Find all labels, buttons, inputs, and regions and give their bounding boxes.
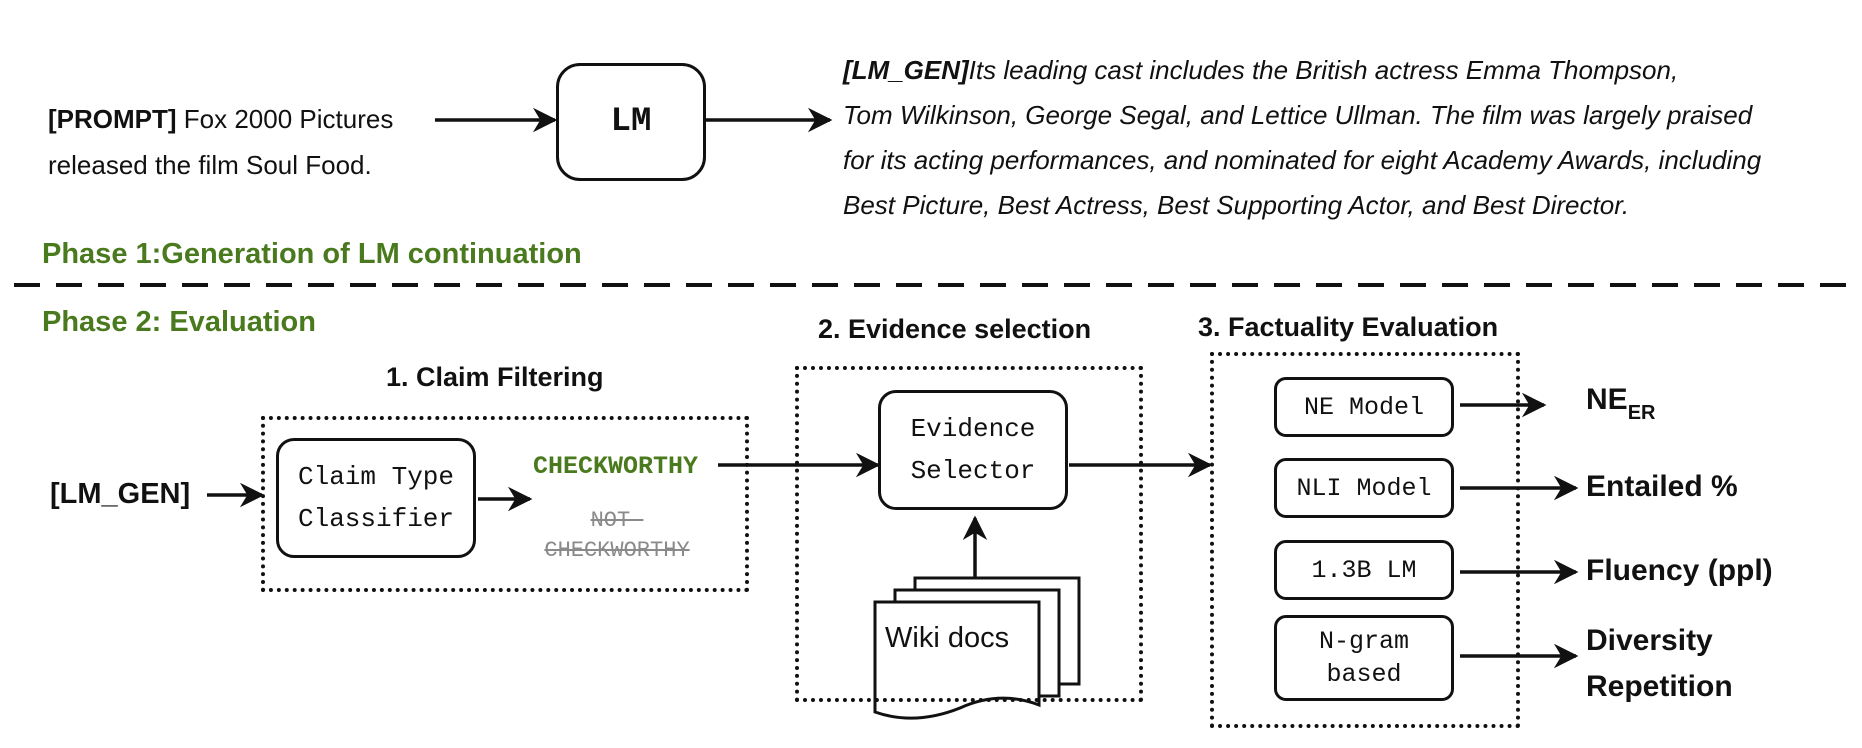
nli-model-box: NLI Model [1274, 458, 1454, 518]
lm-1-3b-box: 1.3B LM [1274, 540, 1454, 600]
ne-model-label: NE Model [1303, 392, 1425, 422]
evidence-selector-box: Evidence Selector [878, 390, 1068, 510]
ne-model-box: NE Model [1274, 377, 1454, 437]
lm-box: LM [556, 63, 706, 181]
prompt-tag: [PROMPT] [48, 104, 177, 134]
claim-type-classifier-box: Claim Type Classifier [276, 438, 476, 558]
claim-filtering-title: 1. Claim Filtering [386, 362, 604, 392]
prompt-line-1: Fox 2000 Pictures [183, 104, 394, 134]
ngram-line-1: N-gram [1318, 627, 1409, 656]
lm-label: LM [610, 103, 652, 141]
evidence-selection-title: 2. Evidence selection [818, 314, 1092, 344]
output-ne-sub: ER [1627, 402, 1656, 424]
lm-generation-text: [LM_GEN]Its leading cast includes the Br… [843, 48, 1761, 228]
output-diversity-repetition: Diversity Repetition [1586, 618, 1733, 710]
gen-line-2: Tom Wilkinson, George Segal, and Lettice… [843, 100, 1753, 130]
output-diversity: Diversity [1586, 624, 1713, 657]
phase2-title: Phase 2: Evaluation [42, 306, 316, 338]
output-ne-er: NEER [1586, 383, 1655, 425]
factuality-evaluation-title: 3. Factuality Evaluation [1198, 312, 1499, 342]
ngram-box: N-gram based [1274, 615, 1454, 701]
lm-1-3b-label: 1.3B LM [1311, 555, 1417, 585]
selector-line-2: Selector [910, 456, 1036, 486]
gen-line-4: Best Picture, Best Actress, Best Support… [843, 190, 1630, 220]
classifier-line-1: Claim Type [297, 462, 455, 492]
output-fluency: Fluency (ppl) [1586, 554, 1773, 587]
prompt-text: [PROMPT] Fox 2000 Pictures released the … [48, 96, 393, 188]
not-checkworthy-line-1: NOT- [590, 508, 644, 533]
output-entailed: Entailed % [1586, 470, 1738, 503]
gen-line-3: for its acting performances, and nominat… [843, 145, 1762, 175]
factuality-evaluation-region [1210, 352, 1520, 728]
checkworthy-label: CHECKWORTHY [533, 452, 699, 481]
evidence-selection-region [795, 366, 1143, 702]
wiki-docs-icon [873, 576, 1081, 720]
prompt-line-2: released the film Soul Food. [48, 150, 372, 180]
phase1-title: Phase 1:Generation of LM continuation [42, 238, 582, 270]
output-ne-main: NE [1586, 383, 1628, 416]
not-checkworthy-label: NOT- CHECKWORTHY [528, 506, 706, 566]
wiki-docs-label: Wiki docs [885, 622, 1010, 654]
not-checkworthy-line-2: CHECKWORTHY [544, 538, 690, 563]
output-repetition: Repetition [1586, 670, 1733, 703]
selector-line-1: Evidence [910, 414, 1036, 444]
ngram-line-2: based [1326, 660, 1402, 689]
classifier-line-2: Classifier [297, 504, 455, 534]
gen-tag: [LM_GEN] [843, 55, 969, 85]
nli-model-label: NLI Model [1296, 473, 1432, 503]
input-lm-gen-label: [LM_GEN] [50, 478, 191, 510]
claim-filtering-region [261, 416, 749, 592]
gen-line-1: Its leading cast includes the British ac… [968, 55, 1679, 85]
